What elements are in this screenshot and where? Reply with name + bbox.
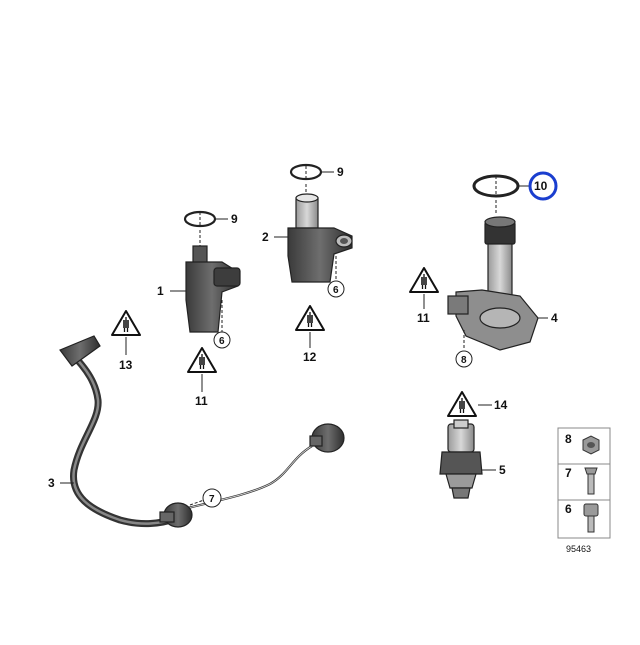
- nut-icon: [582, 435, 600, 455]
- warning-icon-11-left: [187, 347, 217, 373]
- callout-9-middle: 9: [337, 165, 344, 179]
- callout-11-right: 11: [417, 311, 430, 325]
- knock-sensor-harness-part-3: 3 7: [48, 335, 345, 528]
- pressure-switch-part-5: 5: [439, 419, 506, 499]
- circle-callout-6-middle: 6: [333, 285, 339, 296]
- legend-label-7: 7: [565, 466, 572, 480]
- legend-label-8: 8: [565, 432, 572, 446]
- callout-2: 2: [262, 230, 269, 244]
- sensor-part-2: 9 2 6: [262, 163, 353, 298]
- callout-3: 3: [48, 476, 55, 490]
- socket-screw-icon: [583, 503, 599, 533]
- legend-label-6: 6: [565, 502, 572, 516]
- circle-callout-7: 7: [209, 494, 215, 505]
- warning-icon-11-right: [409, 267, 439, 293]
- warning-icon-12: [295, 305, 325, 331]
- fastener-legend: 8 7 6 95463: [557, 427, 611, 554]
- callout-11-left: 11: [195, 394, 208, 408]
- callout-14: 14: [494, 398, 508, 412]
- warning-icon-14: [447, 391, 477, 417]
- diagram-code: 95463: [566, 544, 591, 554]
- oil-level-sensor-part-4: 10 4 8: [447, 171, 558, 368]
- warning-icon-13: [111, 310, 141, 336]
- bolt-icon: [584, 467, 598, 495]
- callout-12: 12: [303, 350, 317, 364]
- callout-13: 13: [119, 358, 133, 372]
- circle-callout-8: 8: [461, 355, 467, 366]
- callout-4: 4: [551, 311, 558, 325]
- callout-1: 1: [157, 284, 164, 298]
- sensor-part-1: 9 1 6: [157, 210, 241, 349]
- callout-9-left: 9: [231, 212, 238, 226]
- callout-5: 5: [499, 463, 506, 477]
- highlight-ring-10: [528, 171, 558, 201]
- circle-callout-6-left: 6: [219, 336, 225, 347]
- callout-10: 10: [534, 179, 548, 193]
- warning-triangles: 13 11 12 11 14: [111, 267, 508, 417]
